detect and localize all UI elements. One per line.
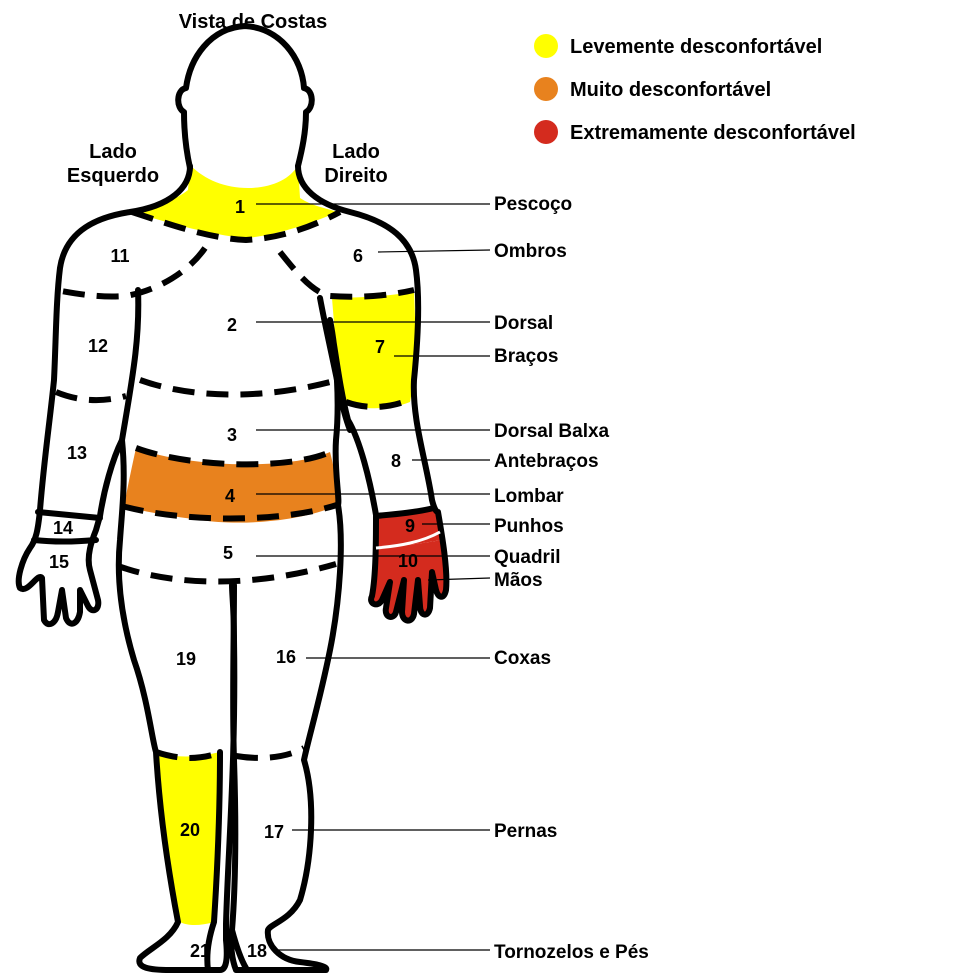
label-tornozelos-pes: Tornozelos e Pés <box>494 942 649 963</box>
label-antebracos: Antebraços <box>494 451 599 472</box>
number-16: 16 <box>276 647 296 667</box>
number-17: 17 <box>264 822 284 842</box>
divider-upper-back <box>140 380 330 395</box>
divider-shoulder-left <box>56 248 205 297</box>
legend: Levemente desconfortável Muito desconfor… <box>534 34 856 144</box>
number-15: 15 <box>49 552 69 572</box>
number-9: 9 <box>405 516 415 536</box>
left-inner-arm-outline <box>122 290 138 440</box>
legend-label-mild: Levemente desconfortável <box>570 36 822 58</box>
label-maos: Mãos <box>494 570 543 591</box>
right-side-label-1: Lado <box>332 141 380 163</box>
head-outline <box>178 26 312 168</box>
label-bracos: Braços <box>494 346 558 367</box>
left-side-label-1: Lado <box>89 141 137 163</box>
number-2: 2 <box>227 315 237 335</box>
label-ombros: Ombros <box>494 241 567 262</box>
left-side-label-2: Esquerdo <box>67 165 159 187</box>
number-19: 19 <box>176 649 196 669</box>
label-dorsal-baixa: Dorsal Balxa <box>494 421 610 442</box>
label-lombar: Lombar <box>494 486 564 507</box>
number-13: 13 <box>67 443 87 463</box>
label-pernas: Pernas <box>494 821 557 842</box>
number-6: 6 <box>353 246 363 266</box>
region-labels: Pescoço Ombros Dorsal Braços Dorsal Balx… <box>494 194 649 963</box>
number-1: 1 <box>235 197 245 217</box>
number-12: 12 <box>88 336 108 356</box>
divider-knee-right <box>236 748 304 758</box>
divider-shoulder-right <box>280 252 414 297</box>
label-punhos: Punhos <box>494 516 564 537</box>
divider-hip <box>118 564 336 582</box>
label-coxas: Coxas <box>494 648 551 669</box>
number-3: 3 <box>227 425 237 445</box>
right-side-label-2: Direito <box>324 165 387 187</box>
number-18: 18 <box>247 941 267 961</box>
legend-label-severe: Extremamente desconfortável <box>570 122 856 144</box>
number-11: 11 <box>110 246 129 266</box>
label-pescoco: Pescoço <box>494 194 572 215</box>
legend-swatch-mild <box>534 34 558 58</box>
legend-label-moderate: Muito desconfortável <box>570 79 771 101</box>
label-quadril: Quadril <box>494 547 561 568</box>
number-4: 4 <box>225 486 235 506</box>
number-10: 10 <box>398 551 418 571</box>
diagram-title: Vista de Costas <box>179 11 328 33</box>
number-14: 14 <box>53 518 73 538</box>
number-8: 8 <box>391 451 401 471</box>
number-21: 21 <box>190 941 210 961</box>
divider-left-elbow <box>56 392 126 400</box>
label-dorsal: Dorsal <box>494 313 553 334</box>
legend-swatch-severe <box>534 120 558 144</box>
number-5: 5 <box>223 543 233 563</box>
legend-swatch-moderate <box>534 77 558 101</box>
number-20: 20 <box>180 820 200 840</box>
number-7: 7 <box>375 337 385 357</box>
